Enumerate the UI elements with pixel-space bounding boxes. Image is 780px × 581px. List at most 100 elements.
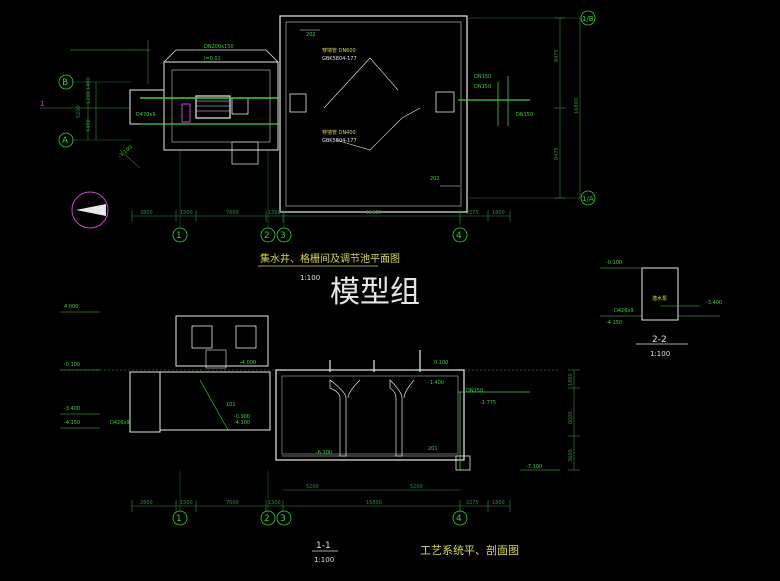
plan-ldim-1: 1400 (86, 77, 92, 90)
pipe-route-2 (335, 107, 421, 151)
plan-dn-c: DN150 (516, 112, 533, 118)
s1-rdim-2: 6000 (568, 411, 574, 424)
s1-axis-4: 4 (456, 514, 462, 524)
s1-dim-2: 1500 (180, 500, 193, 506)
plan-ldim-2: 1200 (86, 91, 92, 104)
s1-elev-2: -3.400 (64, 406, 80, 412)
s1-elev-5: -6.100 (316, 450, 332, 456)
s1-dim-3: 7600 (226, 500, 239, 506)
plan-axis-4: 4 (456, 231, 462, 241)
plan-dim-4: 1300 (268, 210, 281, 216)
plan-pipe1: DN200x150 (204, 44, 234, 50)
pipe-route-1 (323, 57, 399, 109)
plan-dim-3: 7600 (226, 210, 239, 216)
plan-row-a: A (62, 136, 69, 146)
plan-row-1a: 1/A (582, 195, 594, 203)
s1-elev-8: -7.100 (526, 464, 542, 470)
plan-elev: -3.100 (117, 145, 133, 160)
plan-ldim-3: 1400 (86, 119, 92, 132)
pump-pit (435, 91, 455, 113)
s1-dim-4: 1300 (268, 500, 281, 506)
s1-rdim-1: 1800 (568, 373, 574, 386)
plan-equip2: GBK5804-177 (322, 138, 357, 144)
s2-elev-1: -4.150 (606, 320, 622, 326)
plan-dn-a: DN150 (474, 74, 491, 80)
s1-dim-7: 5200 (410, 484, 423, 490)
plan-row-b: B (62, 78, 68, 88)
section-mark: 1 (40, 100, 44, 108)
s1-dim-1: 2800 (140, 500, 153, 506)
plan-tag2: 202 (430, 176, 440, 182)
plan-dim-2: 1500 (180, 210, 193, 216)
plan-rdim-2: 16800 (574, 98, 580, 114)
section-2-2 (600, 267, 720, 345)
plan-dim-7: 1800 (492, 210, 505, 216)
plan-axis-3: 3 (280, 231, 286, 241)
s1-scale: 1:100 (314, 556, 334, 564)
grille-motor (231, 97, 249, 115)
s2-scale: 1:100 (650, 350, 670, 358)
plan-scale: 1:100 (300, 274, 320, 282)
s1-axis-3: 3 (280, 514, 286, 524)
plan-dim-5: 15600 (366, 210, 382, 216)
s1-elev-9: -4.000 (240, 360, 256, 366)
section-axis-bubbles (172, 510, 468, 526)
s1-pipe: D426x9 (110, 420, 130, 426)
s1-elev-1: -0.100 (64, 362, 80, 368)
grille-room-inner (171, 69, 271, 143)
plan-pipe2: i=0.01 (204, 56, 221, 62)
regulating-tank-outline (279, 15, 468, 213)
s1-axis-1: 1 (176, 514, 182, 524)
plan-title: 集水井、格栅间及调节池平面图 (260, 252, 400, 265)
s1-title: 1-1 (316, 541, 331, 551)
s1-elev-11: -0.900 (234, 414, 250, 420)
inlet-box (289, 93, 307, 113)
sheet-title: 工艺系统平、剖面图 (420, 543, 519, 557)
s1-tag2: 201 (428, 446, 438, 452)
plan-axis-bubbles (58, 10, 596, 243)
plan-tag3: D470x9 (136, 112, 156, 118)
s1-elev-6: -1.400 (428, 380, 444, 386)
s1-elev-4: -4.100 (234, 420, 250, 426)
north-arrow-circle (71, 191, 109, 229)
plan-view (40, 15, 581, 229)
sump-well-outline (129, 89, 165, 125)
plan-axis-1: 1 (176, 231, 182, 241)
s1-rdim-3: 3600 (568, 449, 574, 462)
plan-rdim-3: 8475 (554, 147, 560, 160)
s2-elev-2: -3.400 (706, 300, 722, 306)
s1-dn: DN150 (466, 388, 483, 394)
plan-dim-1: 2800 (140, 210, 153, 216)
plan-equip1: GBK5804-177 (322, 56, 357, 62)
plan-tag1: 202 (306, 32, 316, 38)
s2-pump: 潜水泵 (652, 295, 667, 302)
plan-pipe-text: 穿墙管 DN600 (322, 47, 356, 54)
section-1-1 (60, 311, 580, 512)
s1-dim-5: 5200 (306, 484, 319, 490)
plan-ldim-4: 5200 (76, 105, 82, 118)
s1-elev-3: -4.150 (64, 420, 80, 426)
s1-dim-8: 2275 (466, 500, 479, 506)
s1-dim-9: 1800 (492, 500, 505, 506)
plan-axis-2: 2 (264, 231, 270, 241)
s2-pipe: D426x9 (614, 308, 634, 314)
s1-dim-6: 15600 (366, 500, 382, 506)
s1-axis-2: 2 (264, 514, 270, 524)
s2-elev-0: -0.100 (606, 260, 622, 266)
s1-elev-7: -1.775 (480, 400, 496, 406)
plan-dim-6: 2275 (466, 210, 479, 216)
watermark: 模型组 (330, 275, 420, 310)
roof-outline (163, 49, 279, 63)
plan-dn-b: DN150 (474, 84, 491, 90)
s1-elev-0: 4.000 (64, 304, 78, 310)
plan-pipe-text2: 穿墙管 DN400 (322, 129, 356, 136)
s2-title: 2-2 (652, 335, 667, 345)
stair-block (231, 141, 259, 165)
s1-elev-10: 0.100 (434, 360, 448, 366)
plan-row-1b: 1/B (582, 15, 594, 23)
grille-machine (195, 95, 231, 119)
s1-tag: 101 (226, 402, 236, 408)
plan-rdim-1: 8475 (554, 49, 560, 62)
regulating-tank-inner (285, 21, 462, 207)
